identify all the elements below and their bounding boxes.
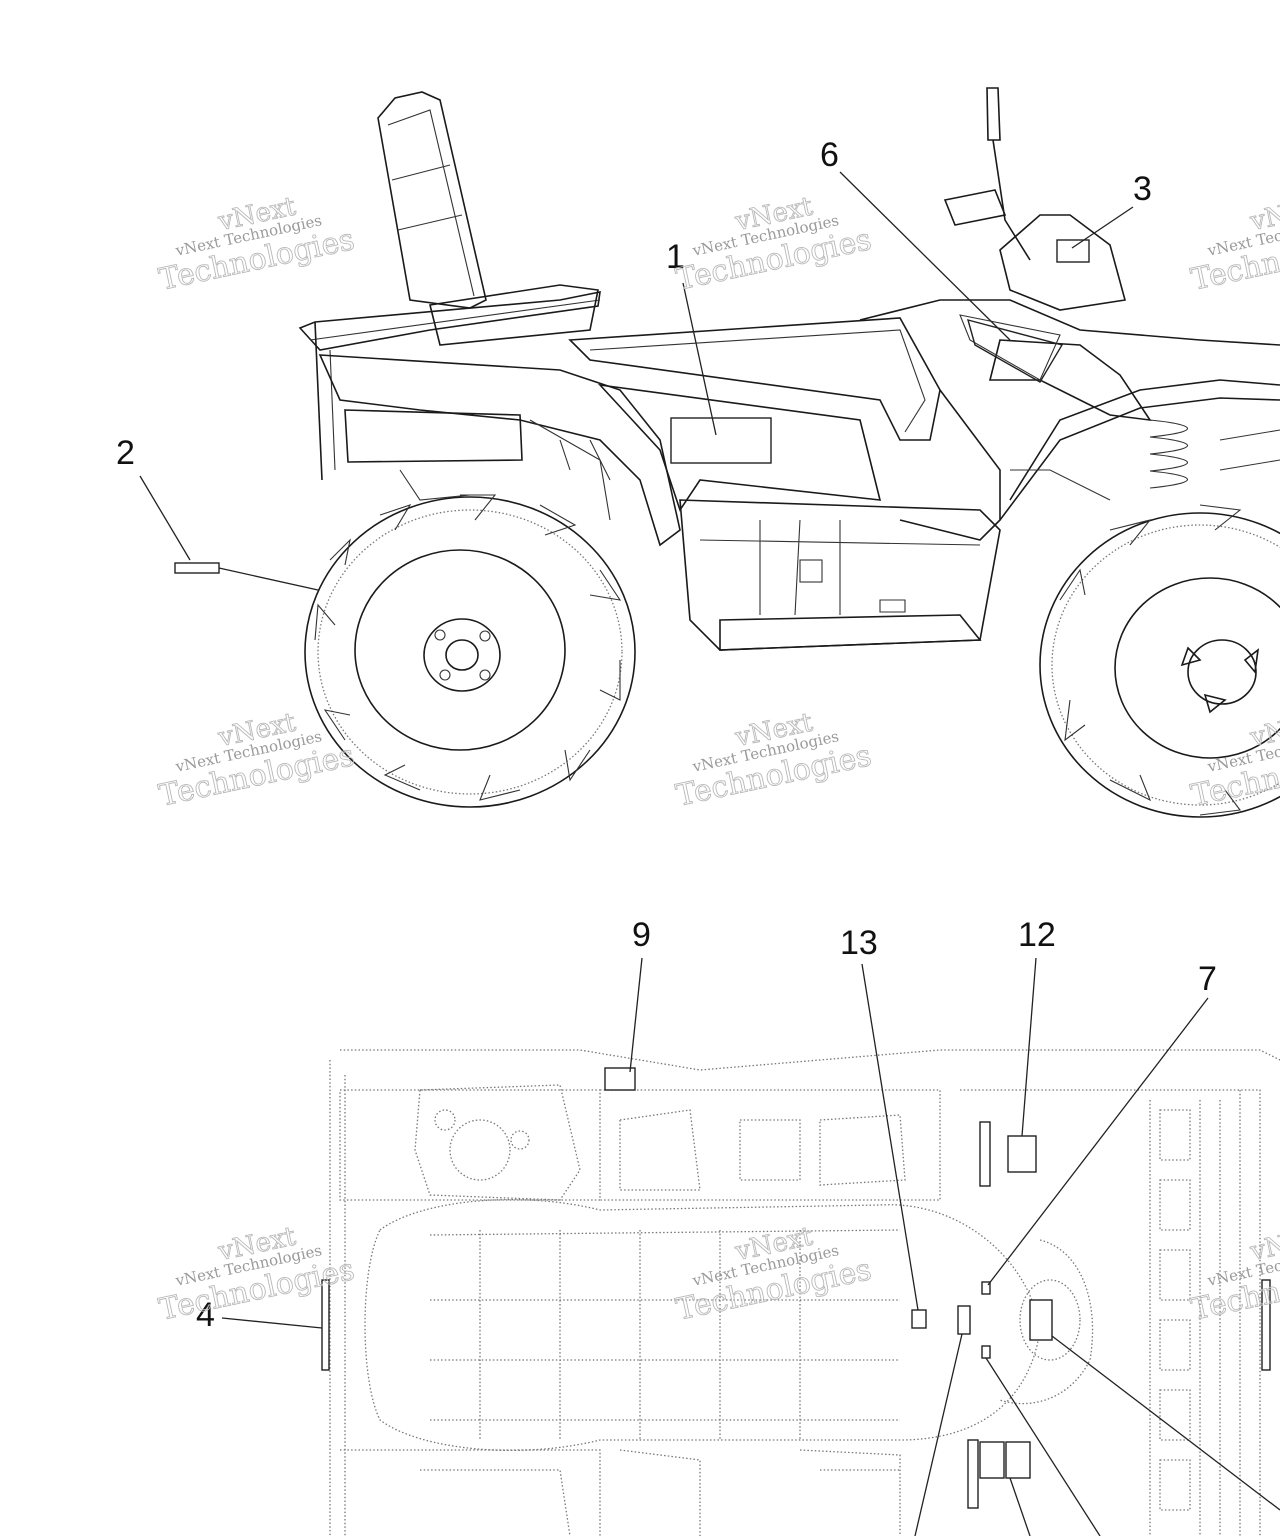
watermark-9: vNext Technologies vNext Technologies xyxy=(1188,1221,1280,1328)
callout-2: 2 xyxy=(116,434,135,472)
callout-3: 3 xyxy=(1133,170,1152,208)
leader-7 xyxy=(987,997,1209,1286)
leader-d xyxy=(1009,1477,1031,1536)
leader-9 xyxy=(629,957,643,1073)
watermark-4: vNext Technologies vNext Technologies xyxy=(156,707,358,814)
leader-c xyxy=(985,1357,1101,1536)
callout-9: 9 xyxy=(632,916,651,954)
svg-text:vNext: vNext xyxy=(1247,1221,1280,1267)
decal-9-rect xyxy=(604,1067,636,1091)
leader-12 xyxy=(1021,957,1037,1137)
decal-2-rect xyxy=(174,562,220,574)
decal-3-rect xyxy=(1056,239,1090,263)
svg-text:vNext: vNext xyxy=(1247,707,1280,753)
decal-13-rect xyxy=(911,1309,927,1329)
callout-12: 12 xyxy=(1018,916,1056,954)
decal-e-rect xyxy=(1005,1441,1031,1479)
atv-underside-view xyxy=(221,957,1280,1536)
leader-2 xyxy=(139,475,319,591)
decal-c-rect xyxy=(981,1345,991,1359)
rear-wheel xyxy=(304,494,636,808)
decal-b-rect xyxy=(1029,1299,1053,1341)
leader-13 xyxy=(861,963,919,1311)
watermark-5: vNext Technologies vNext Technologies xyxy=(673,707,875,814)
leader-4 xyxy=(221,1317,323,1329)
decal-a-rect xyxy=(957,1305,971,1335)
decal-1-rect xyxy=(670,417,772,464)
callout-4: 4 xyxy=(196,1296,215,1334)
callout-1: 1 xyxy=(666,238,685,276)
decal-12-rect xyxy=(1007,1135,1037,1173)
leader-6 xyxy=(839,171,1011,341)
decal-d-rect xyxy=(979,1441,1005,1479)
watermark-1: vNext Technologies vNext Technologies xyxy=(156,191,358,298)
callout-13: 13 xyxy=(840,924,878,962)
callout-labels: 1 2 3 6 9 13 12 7 4 xyxy=(116,136,1217,1334)
leader-a xyxy=(914,1333,963,1536)
callout-6: 6 xyxy=(820,136,839,174)
watermark-2: vNext Technologies vNext Technologies xyxy=(673,191,875,298)
watermarks: vNext Technologies vNext Technologies vN… xyxy=(156,191,1280,1328)
decal-12-bar xyxy=(979,1121,991,1187)
watermark-3: vNext Technologies vNext Technologies xyxy=(1188,191,1280,298)
watermark-6: vNext Technologies vNext Technologies xyxy=(1188,707,1280,814)
decal-7-rect xyxy=(981,1281,991,1295)
leader-3 xyxy=(1071,206,1134,249)
decal-6-rect xyxy=(966,319,1064,383)
leader-1 xyxy=(682,282,717,436)
decal-g-rect xyxy=(1261,1279,1271,1371)
atv-side-view xyxy=(139,87,1280,818)
front-wheel xyxy=(1039,504,1280,818)
decal-4-rect xyxy=(321,1279,330,1371)
leader-b xyxy=(1051,1335,1280,1511)
watermark-8: vNext Technologies vNext Technologies xyxy=(673,1221,875,1328)
svg-text:vNext: vNext xyxy=(1247,191,1280,237)
decal-f-rect xyxy=(967,1439,979,1509)
callout-7: 7 xyxy=(1198,960,1217,998)
